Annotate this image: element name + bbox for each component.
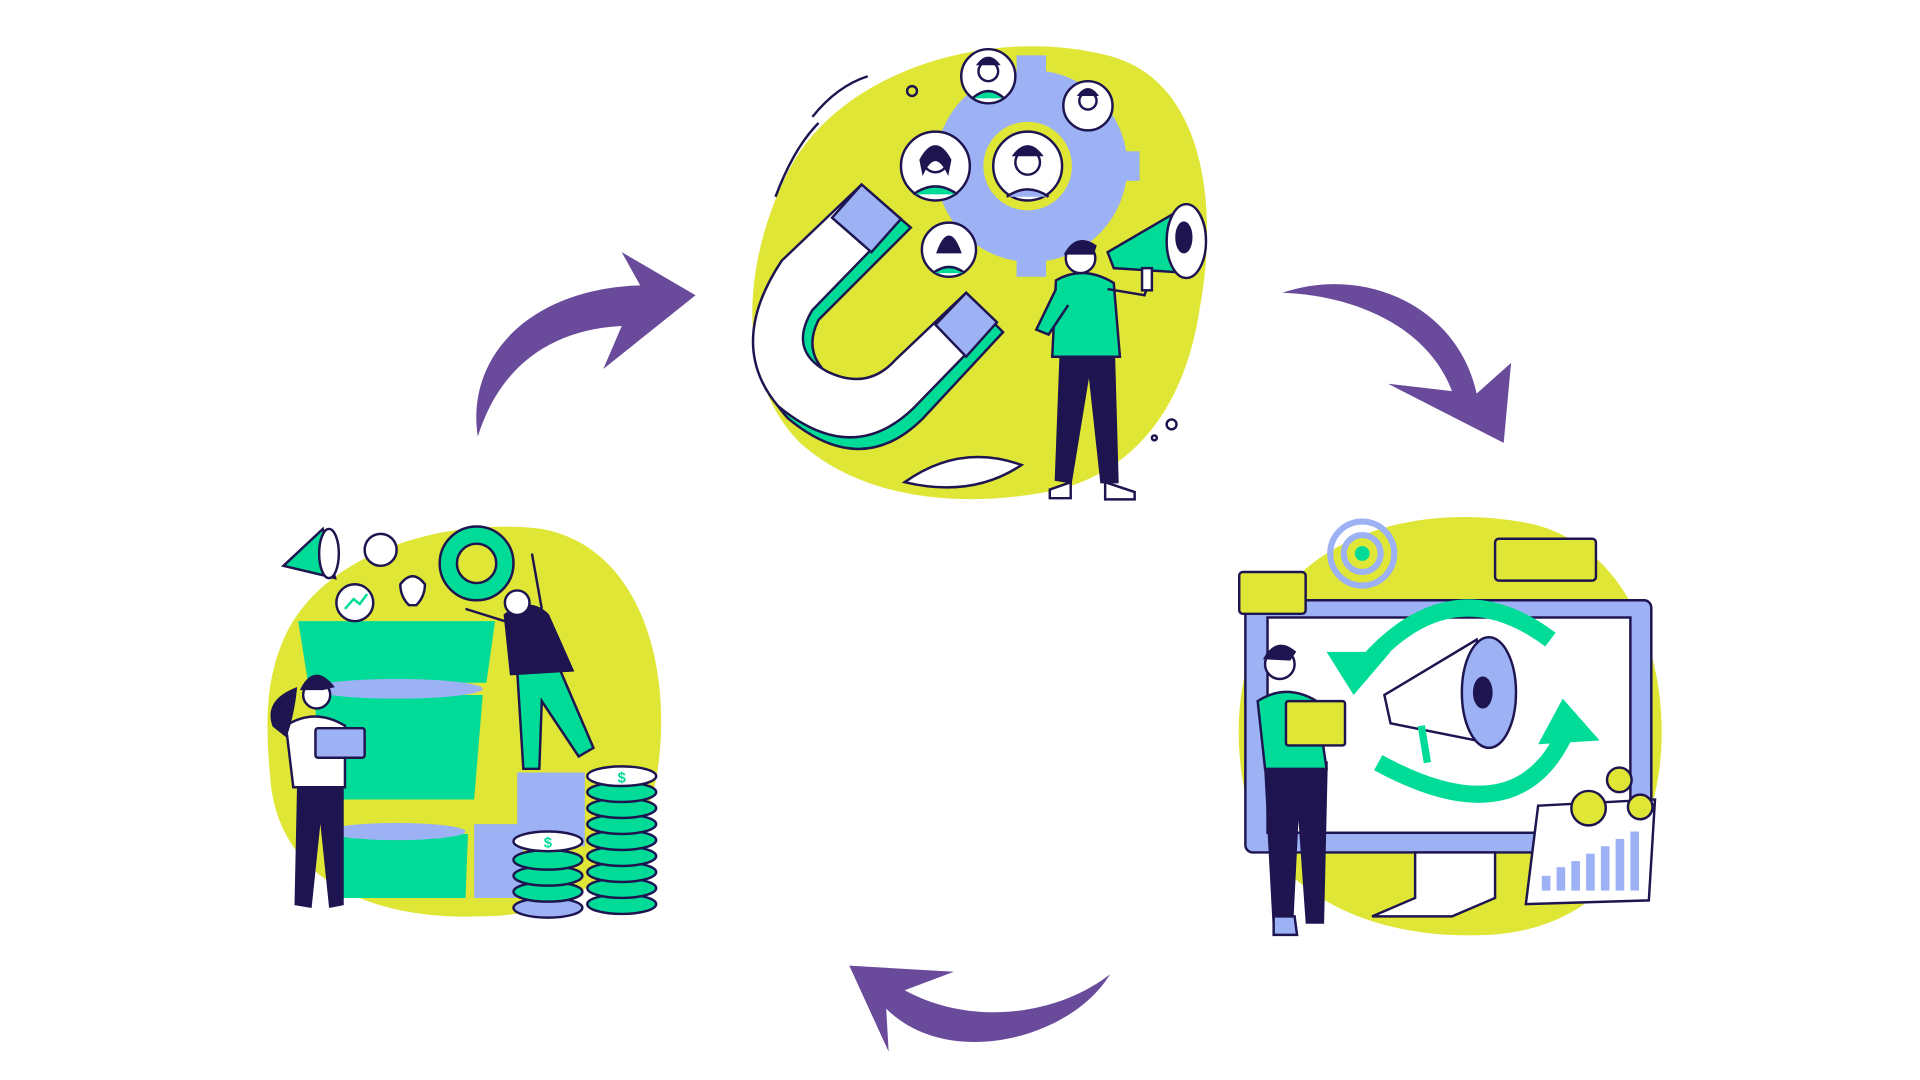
audience-avatars <box>899 47 1114 278</box>
chat-bubble-icon <box>1493 537 1598 582</box>
coin-symbol: $ <box>544 836 552 852</box>
user-icon <box>363 532 398 568</box>
gear-icon <box>438 525 515 602</box>
coin-symbol: $ <box>618 770 626 786</box>
target-icon <box>1327 518 1398 589</box>
avatar-icon <box>991 130 1064 202</box>
coin-stack-icon: $ <box>586 765 658 916</box>
woman-with-laptop <box>270 674 366 909</box>
man-with-tablet <box>1256 644 1347 937</box>
funnel-icon <box>298 621 585 898</box>
megaphone-icon <box>1382 635 1518 764</box>
coin-stack-icon: $ <box>512 830 584 919</box>
chat-bubble-icon <box>1237 570 1307 616</box>
dollar-coin-icon <box>1570 766 1654 827</box>
refresh-arrows-icon <box>1359 599 1571 803</box>
man-with-megaphone <box>1034 202 1208 501</box>
avatar-icon <box>920 221 978 278</box>
avatar-icon <box>899 130 972 202</box>
bar-chart-icon <box>1524 798 1657 906</box>
magnet-icon <box>751 182 1005 451</box>
sparkle-decorations <box>774 75 1178 442</box>
growth-chart-icon <box>335 583 375 623</box>
megaphone-icon <box>1106 202 1208 292</box>
left-scene-sales-funnel: $ $ <box>267 525 662 919</box>
lightbulb-icon <box>399 575 427 607</box>
megaphone-icon <box>280 526 341 580</box>
avatar-icon <box>1062 79 1114 132</box>
cycle-arrow-top-left <box>476 252 696 437</box>
right-scene-campaign-monitor <box>1237 517 1662 937</box>
cycle-arrow-bottom <box>849 965 1111 1052</box>
cycle-arrow-top-right <box>1282 284 1512 443</box>
avatar-icon <box>960 47 1017 105</box>
leaf-decoration <box>901 455 1025 489</box>
man-reaching-gear <box>465 553 595 771</box>
top-scene-lead-magnet <box>751 46 1208 501</box>
